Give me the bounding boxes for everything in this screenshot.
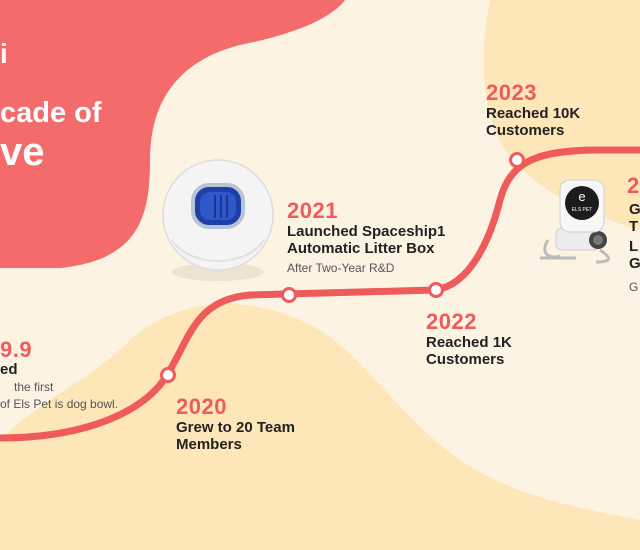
milestone-desc: After Two-Year R&D bbox=[287, 261, 395, 275]
milestone-dot-2021 bbox=[281, 287, 297, 303]
milestone-dot-2023 bbox=[509, 152, 525, 168]
milestone-title-line2: Customers bbox=[486, 122, 565, 139]
milestone-title-line1: Grew to 20 Team bbox=[176, 419, 295, 436]
bottom-left-blob bbox=[0, 303, 640, 550]
els-pet-logo-mark: e bbox=[578, 189, 586, 204]
milestone-title-line2: Members bbox=[176, 436, 242, 453]
hero-heading-line2: ve bbox=[0, 130, 45, 174]
milestone-title: ed bbox=[0, 361, 18, 378]
milestone-title-line2: Automatic Litter Box bbox=[287, 240, 435, 257]
milestone-line5: G bbox=[629, 280, 639, 294]
top-right-blob bbox=[483, 0, 640, 230]
milestone-year: 2021 bbox=[287, 198, 338, 223]
grooming-kit-product-image bbox=[540, 179, 610, 264]
milestone-line2: T bbox=[629, 218, 639, 235]
milestone-desc-line2: of Els Pet is dog bowl. bbox=[0, 397, 119, 411]
milestone-title-line1: Reached 10K bbox=[486, 105, 581, 122]
milestone-line1: G bbox=[629, 201, 640, 218]
hero-heading-line1: cade of bbox=[0, 97, 102, 129]
milestone-year: 9.9 bbox=[0, 337, 33, 362]
hero-blob bbox=[0, 0, 345, 268]
brand-logo-fragment: i bbox=[0, 38, 8, 69]
milestone-year: 2020 bbox=[176, 394, 227, 419]
milestone-title-line1: Reached 1K bbox=[426, 334, 512, 351]
milestone-dot-2022 bbox=[428, 282, 444, 298]
milestone-desc-line1: the first bbox=[14, 380, 54, 394]
milestone-title-line1: Launched Spaceship1 bbox=[287, 223, 446, 240]
timeline-path bbox=[0, 146, 640, 442]
milestone-title-line2: Customers bbox=[426, 351, 505, 368]
spaceship1-product-image bbox=[162, 159, 274, 281]
milestone-year: 2023 bbox=[486, 80, 537, 105]
milestone-line3: L bbox=[629, 238, 639, 255]
els-pet-logo-text: ELS PET bbox=[571, 207, 593, 213]
milestone-year: 2022 bbox=[426, 309, 477, 334]
milestone-dot-2020 bbox=[160, 367, 176, 383]
milestone-line4: G bbox=[629, 255, 640, 272]
milestone-year: 2 bbox=[627, 173, 640, 198]
